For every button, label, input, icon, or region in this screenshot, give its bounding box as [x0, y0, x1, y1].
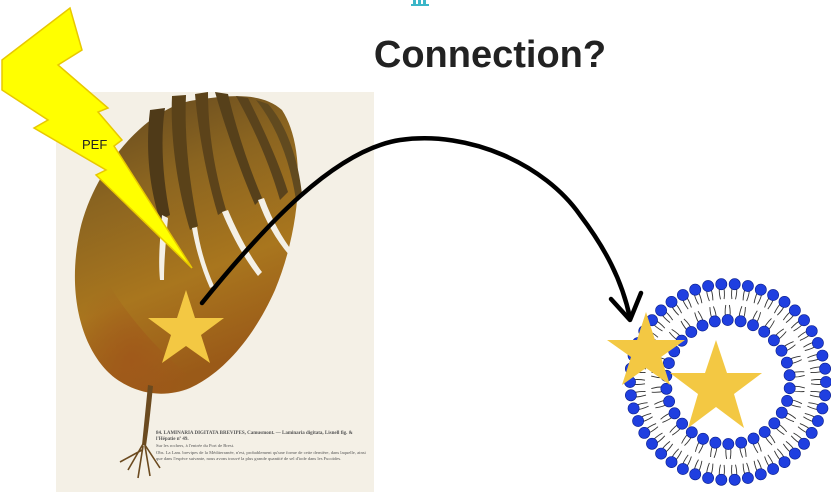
lipid-head [812, 337, 823, 348]
lipid-head [697, 433, 708, 444]
lipid-head [784, 383, 795, 394]
lipid-head [677, 418, 688, 429]
lipid-head [677, 289, 688, 300]
lipid-head [722, 314, 733, 325]
lipid-head [697, 320, 708, 331]
lipid-head [686, 326, 697, 337]
lipid-head [723, 438, 734, 449]
lipid-head [690, 469, 701, 480]
lipid-head [784, 370, 795, 381]
lipid-head [779, 296, 790, 307]
lipid-head [768, 289, 779, 300]
lipid-head [710, 437, 721, 448]
lipid-head [742, 472, 753, 483]
specimen-caption: 84. LAMINARIA DIGITATA BREVIPES, Camusmo… [156, 431, 368, 462]
lipid-head [782, 395, 793, 406]
lipid-head [798, 438, 809, 449]
lipid-head [661, 383, 672, 394]
lipid-head [817, 350, 828, 361]
lipid-head [625, 390, 636, 401]
lipid-head [768, 335, 779, 346]
lipid-head [820, 363, 831, 374]
lipid-head [755, 284, 766, 295]
lipid-head [806, 326, 817, 337]
pef-label: PEF [82, 137, 107, 152]
lipid-head [656, 448, 667, 459]
caption-body: Obs. La Lam. brevipes de la Méditerranée… [156, 450, 368, 462]
liposome-inner-star [670, 340, 762, 428]
lipid-head [690, 284, 701, 295]
lipid-head [716, 279, 727, 290]
lipid-head [759, 426, 770, 437]
lipid-head [806, 427, 817, 438]
lipid-head [735, 316, 746, 327]
lipid-head [729, 474, 740, 485]
lipid-head [789, 305, 800, 316]
lipid-head [628, 403, 639, 414]
lipid-head [709, 316, 720, 327]
lipid-head [776, 407, 787, 418]
lipid-head [781, 357, 792, 368]
lipid-head [817, 403, 828, 414]
lipid-head [633, 415, 644, 426]
lipid-head [747, 320, 758, 331]
lipid-head [820, 376, 831, 387]
lipid-head [686, 427, 697, 438]
lipid-head [755, 469, 766, 480]
lipid-head [664, 396, 675, 407]
lipid-head [729, 279, 740, 290]
diagram-title: Connection? [300, 34, 680, 77]
lipid-head [779, 457, 790, 468]
lipid-head [769, 418, 780, 429]
top-mark [411, 0, 429, 6]
lipid-head [776, 345, 787, 356]
lipid-head [666, 296, 677, 307]
lipid-head [677, 463, 688, 474]
lipid-head [736, 437, 747, 448]
lipid-head [666, 457, 677, 468]
lipid-head [820, 390, 831, 401]
lipid-head [716, 474, 727, 485]
caption-heading: 84. LAMINARIA DIGITATA BREVIPES, Camusmo… [156, 431, 368, 443]
lipid-head [798, 315, 809, 326]
lipid-head [663, 358, 674, 369]
lipid-head [703, 280, 714, 291]
lipid-head [646, 438, 657, 449]
lipid-head [742, 280, 753, 291]
lipid-head [768, 463, 779, 474]
lipid-head [812, 415, 823, 426]
lipid-head [748, 433, 759, 444]
lipid-head [789, 448, 800, 459]
lipid-head [703, 472, 714, 483]
lipid-head [759, 326, 770, 337]
lipid-head [656, 305, 667, 316]
lipid-head [639, 427, 650, 438]
lipid-head [669, 408, 680, 419]
